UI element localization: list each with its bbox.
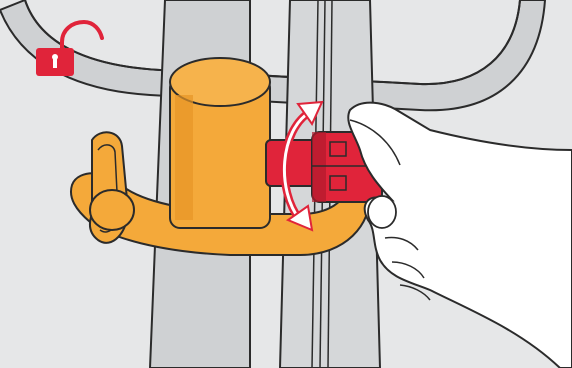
lock-cylinder-shade (175, 95, 193, 220)
key-head-shade (312, 132, 326, 202)
lock-wing-knob (90, 190, 134, 230)
unlock-keyhole-dot (52, 54, 58, 60)
hand-fingertip (368, 196, 396, 228)
